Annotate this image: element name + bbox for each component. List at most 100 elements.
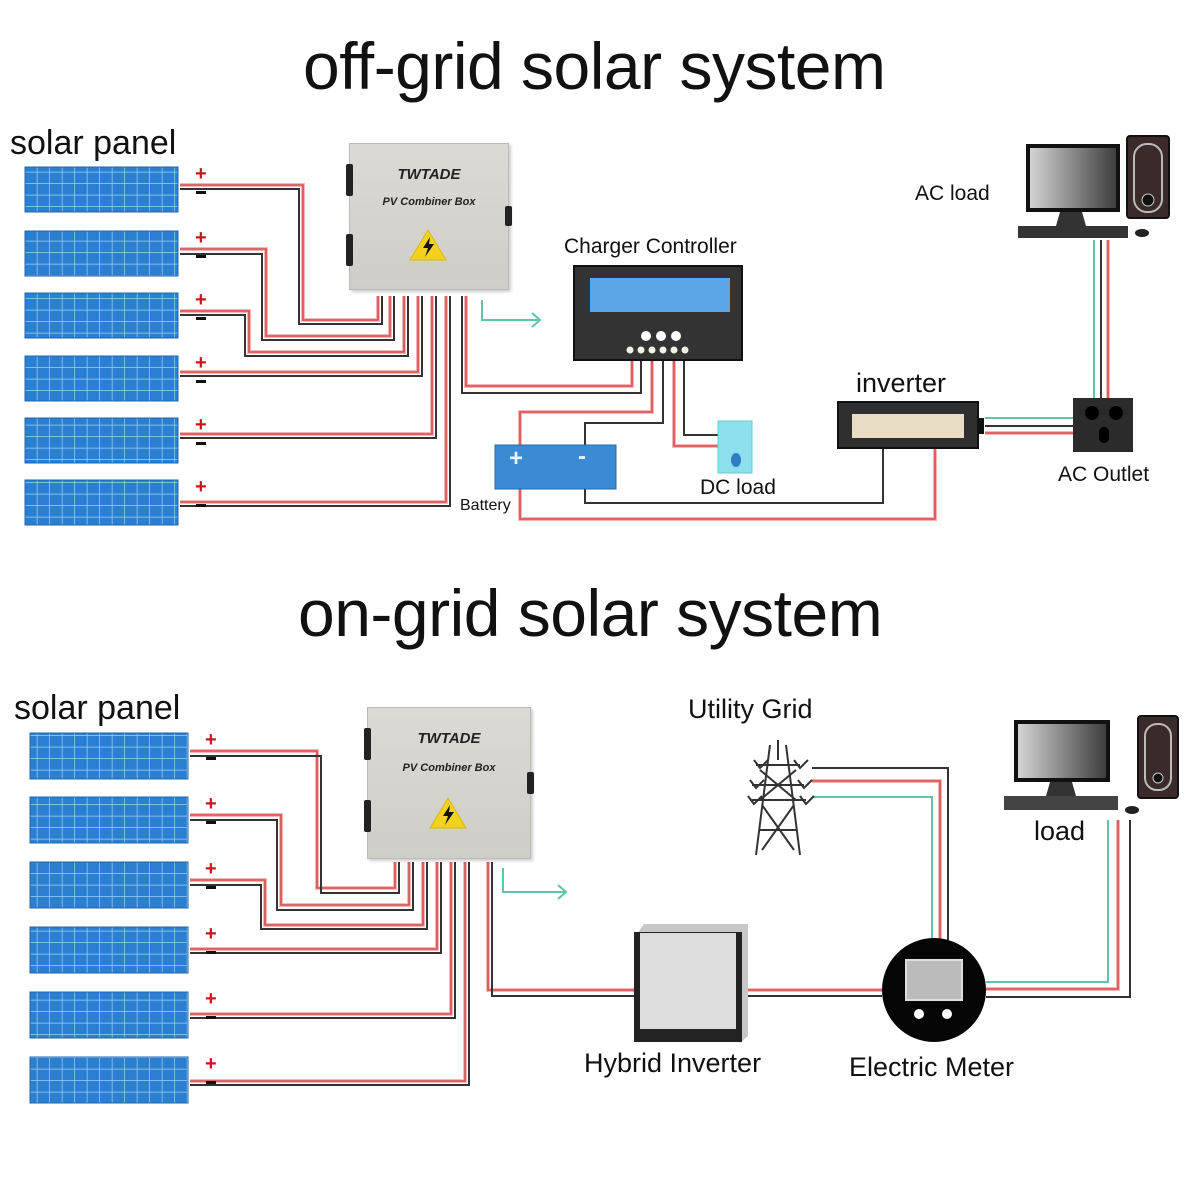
latch (364, 800, 371, 832)
latch (346, 234, 353, 266)
inverter-label: inverter (856, 368, 947, 398)
positive-wire-sheath (672, 358, 718, 448)
negative-terminal-icon (196, 504, 206, 507)
positive-wire-sheath (180, 296, 448, 504)
solar-panels (24, 166, 189, 1104)
warning-icon (429, 797, 467, 829)
solar-panel-label-bottom: solar panel (14, 689, 181, 727)
latch (346, 164, 353, 196)
solar-panel (29, 732, 189, 780)
negative-wire (180, 296, 437, 439)
negative-wire (584, 448, 884, 504)
pv-combiner-box-top: TWTADE PV Combiner Box (346, 143, 512, 290)
positive-wire (190, 862, 466, 1082)
combiner-brand: TWTADE (417, 730, 481, 747)
positive-wire (519, 448, 936, 520)
charge-controller-label: Charger Controller (564, 235, 737, 258)
utility-grid-label: Utility Grid (688, 694, 813, 724)
on-grid-title: on-grid solar system (298, 576, 883, 650)
combiner-brand: TWTADE (397, 166, 461, 183)
positive-wire-sheath (812, 779, 942, 940)
combiner-model: PV Combiner Box (402, 762, 496, 774)
negative-wire (180, 253, 395, 341)
solar-panel (29, 796, 189, 844)
positive-terminal-icon: + (195, 289, 207, 311)
positive-wire (519, 358, 653, 446)
negative-wire (180, 296, 423, 377)
positive-wire (190, 814, 410, 906)
solar-panel (24, 417, 179, 464)
off-grid-title: off-grid solar system (303, 29, 886, 103)
solar-panel (29, 926, 189, 974)
positive-terminal-icon: + (195, 227, 207, 249)
solar-panel (24, 292, 179, 339)
battery-label: Battery (460, 497, 511, 514)
negative-wire (491, 862, 634, 997)
negative-wire (180, 296, 451, 507)
positive-wire (180, 296, 447, 503)
positive-terminal-icon: + (195, 352, 207, 374)
electric-meter-label: Electric Meter (849, 1052, 1015, 1082)
dc-load-label: DC load (700, 476, 776, 499)
electric-meter (882, 938, 986, 1042)
battery (494, 444, 617, 490)
negative-terminal-icon (206, 757, 216, 760)
negative-wire (461, 296, 642, 394)
positive-wire (487, 862, 634, 991)
positive-terminal-icon: + (195, 163, 207, 185)
positive-wire (180, 296, 433, 435)
positive-wire (465, 296, 633, 387)
positive-terminal-icon: + (205, 1053, 217, 1075)
battery-negative-terminal: - (578, 443, 586, 470)
negative-terminal-icon (196, 191, 206, 194)
solar-panel-label-top: solar panel (10, 124, 177, 162)
solar-panel (24, 355, 179, 402)
negative-terminal-icon (196, 255, 206, 258)
positive-wire (190, 862, 438, 950)
negative-wire (190, 862, 456, 1019)
solar-panel (29, 861, 189, 909)
ac-load-computer (1018, 135, 1170, 238)
solar-panel (24, 479, 179, 526)
battery-positive-terminal: + (509, 445, 524, 472)
positive-wire (180, 184, 379, 321)
positive-wire (190, 750, 396, 889)
negative-terminal-icon (206, 1016, 216, 1019)
positive-terminal-icon: + (205, 858, 217, 880)
positive-wire (190, 862, 424, 926)
inverter (837, 401, 984, 449)
ac-load-label: AC load (915, 182, 990, 205)
negative-terminal-icon (206, 1081, 216, 1084)
positive-terminal-icon: + (195, 476, 207, 498)
positive-terminal-icon: + (205, 988, 217, 1010)
ac-outlet (1073, 398, 1133, 452)
negative-wire (683, 358, 718, 436)
negative-terminal-icon (206, 951, 216, 954)
negative-terminal-icon (196, 380, 206, 383)
off-grid-wires (180, 183, 1110, 521)
hybrid-inverter-label: Hybrid Inverter (584, 1048, 762, 1078)
hybrid-inverter (634, 924, 748, 1043)
positive-terminal-icon: + (205, 923, 217, 945)
negative-wire (190, 862, 428, 930)
solar-panel (29, 1056, 189, 1104)
negative-wire (180, 296, 409, 357)
negative-wire (180, 188, 383, 325)
latch (364, 728, 371, 760)
solar-panel (29, 991, 189, 1039)
combiner-model: PV Combiner Box (382, 196, 476, 208)
warning-icon (409, 229, 447, 261)
ground-arrow-bottom (502, 868, 568, 900)
latch (527, 772, 534, 794)
negative-wire (986, 820, 1131, 998)
load-label: load (1034, 816, 1086, 846)
utility-tower-icon (747, 740, 815, 856)
pv-combiner-box-bottom: TWTADE PV Combiner Box (364, 707, 534, 859)
negative-wire (190, 862, 442, 954)
negative-wire (190, 755, 400, 894)
latch (505, 206, 512, 226)
negative-wire (584, 358, 664, 446)
on-grid-wires (190, 749, 1131, 1086)
positive-wire (180, 248, 391, 337)
